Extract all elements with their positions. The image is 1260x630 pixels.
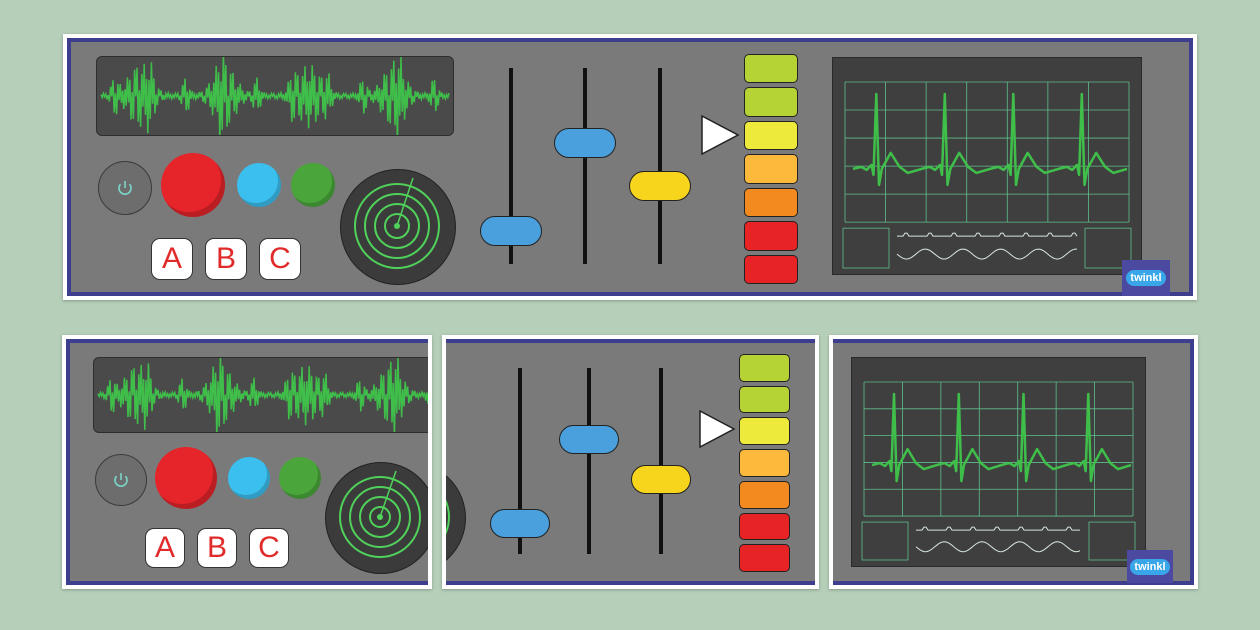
power-icon [114, 473, 128, 487]
level-bar-1 [744, 54, 798, 84]
ecg-mini-trace [897, 232, 1078, 237]
left-section-surface: A B C [66, 339, 428, 585]
radar-rings-icon [339, 470, 421, 558]
level-meter [744, 54, 798, 284]
key-b-button[interactable]: B [197, 528, 237, 568]
slider-knob-3[interactable] [631, 465, 691, 494]
radar-rings-icon [446, 499, 450, 535]
level-bar-5 [744, 187, 798, 218]
level-bar-2 [744, 87, 798, 117]
radar-dial[interactable] [340, 169, 456, 285]
play-arrow-icon[interactable] [700, 114, 740, 156]
audio-waveform-display [96, 56, 454, 136]
ecg-trace [861, 381, 1136, 561]
slider-knob-3[interactable] [629, 171, 691, 201]
slider-knob-1[interactable] [480, 216, 542, 246]
audio-waveform [100, 57, 450, 135]
ecg-mini-trace [916, 526, 1080, 531]
green-button[interactable] [279, 457, 321, 499]
slider-track-1 [518, 368, 522, 554]
banner-full: A B C twin [63, 34, 1197, 300]
power-button[interactable] [95, 454, 147, 506]
ecg-info-box [842, 227, 890, 269]
ecg-heartbeat-line [871, 392, 1132, 483]
middle-section-surface [446, 339, 815, 585]
level-bar-6 [744, 221, 798, 251]
slider-track-1 [509, 68, 513, 264]
slider-knob-2[interactable] [554, 128, 616, 158]
level-meter [739, 354, 790, 572]
ecg-info-box [861, 521, 909, 561]
audio-waveform-display [93, 357, 428, 433]
key-a-button[interactable]: A [145, 528, 185, 568]
key-c-button[interactable]: C [259, 238, 301, 280]
level-bar-4 [744, 154, 798, 184]
twinkl-logo: twinkl [1122, 260, 1170, 296]
slider-track-2 [587, 368, 591, 554]
power-icon [118, 181, 132, 195]
ecg-mini-trace [915, 541, 1081, 553]
slider-track-3 [659, 368, 663, 554]
ecg-trace [842, 81, 1132, 269]
blue-button[interactable] [228, 457, 270, 499]
audio-waveform [97, 358, 428, 432]
play-arrow-icon[interactable] [698, 409, 736, 449]
level-bar-1 [739, 354, 790, 382]
level-bar-6 [739, 512, 790, 541]
level-bar-7 [744, 254, 798, 284]
radar-dial[interactable] [325, 462, 428, 574]
green-button[interactable] [291, 163, 335, 207]
ecg-info-box [1084, 227, 1132, 269]
level-bar-3 [744, 120, 798, 151]
banner-full-surface: A B C twin [67, 38, 1193, 296]
slider-track-2 [583, 68, 587, 264]
level-bar-7 [739, 544, 790, 572]
ecg-mini-trace [896, 248, 1077, 260]
banner-middle-section [442, 335, 819, 589]
twinkl-logo: twinkl [1127, 550, 1173, 583]
red-button[interactable] [155, 447, 217, 509]
level-bar-5 [739, 480, 790, 509]
red-button[interactable] [161, 153, 225, 217]
right-section-surface: twinkl [833, 339, 1194, 585]
radar-rings-icon [354, 177, 440, 269]
radar-dial-edge [446, 462, 466, 574]
ecg-monitor-screen [851, 357, 1146, 567]
banner-left-section: A B C [62, 335, 432, 589]
banner-right-section: twinkl [829, 335, 1198, 589]
key-a-button[interactable]: A [151, 238, 193, 280]
level-bar-4 [739, 449, 790, 477]
blue-button[interactable] [237, 163, 281, 207]
ecg-info-box [1088, 521, 1136, 561]
key-b-button[interactable]: B [205, 238, 247, 280]
slider-knob-1[interactable] [490, 509, 550, 538]
ecg-heartbeat-line [852, 92, 1128, 187]
power-button[interactable] [98, 161, 152, 215]
slider-track-3 [658, 68, 662, 264]
slider-knob-2[interactable] [559, 425, 619, 454]
key-c-button[interactable]: C [249, 528, 289, 568]
level-bar-3 [739, 417, 790, 446]
level-bar-2 [739, 385, 790, 414]
ecg-monitor-screen [832, 57, 1142, 275]
